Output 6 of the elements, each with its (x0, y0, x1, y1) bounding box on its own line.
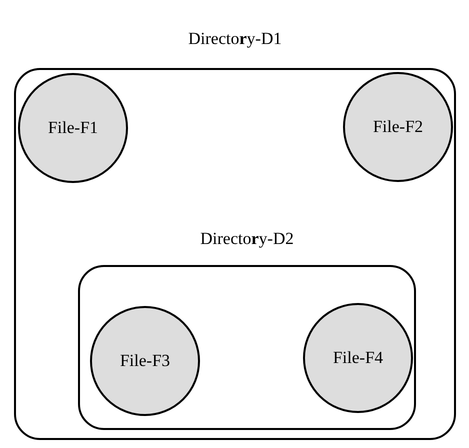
directory-label: Directory-D2 (200, 228, 294, 250)
file-label: File-F1 (48, 117, 98, 140)
file-label: File-F3 (120, 350, 170, 372)
directory-label: Directory-D1 (188, 28, 282, 50)
file-label: File-F4 (332, 347, 384, 370)
file-label: File-F2 (372, 116, 424, 138)
